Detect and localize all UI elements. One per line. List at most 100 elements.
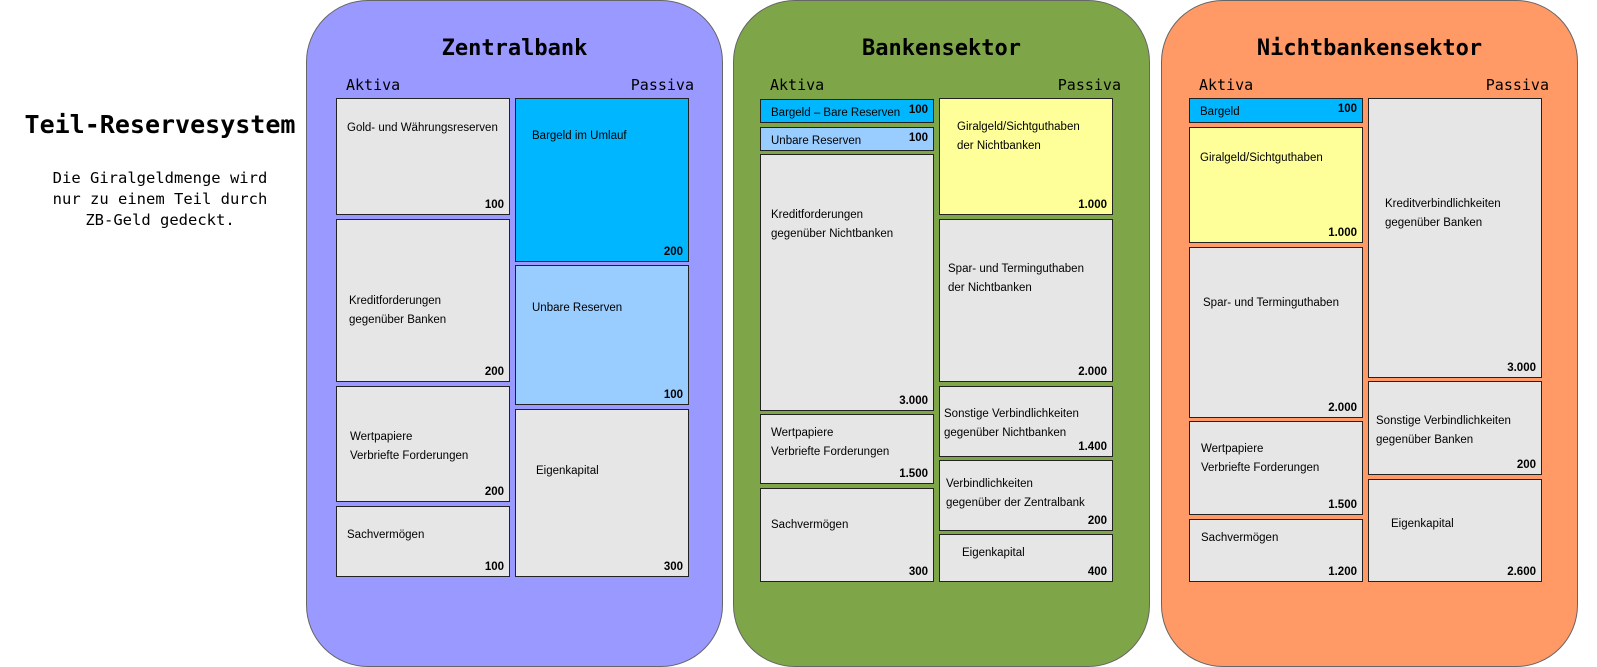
diagram-title: Teil-Reservesystem	[24, 110, 296, 139]
position-label-line: der Nichtbanken	[957, 140, 1041, 152]
position-label-line: Giralgeld/Sichtguthaben	[957, 121, 1080, 133]
aktiva-position-box: Bargeld 100	[1189, 98, 1363, 123]
position-label: Giralgeld/Sichtguthaben	[1200, 149, 1323, 168]
position-value: 1.000	[1328, 227, 1357, 239]
description-line: nur zu einem Teil durch	[52, 190, 268, 208]
passiva-position-box: Unbare Reserven 100	[515, 265, 689, 405]
position-label: Unbare Reserven	[532, 299, 622, 318]
position-label: Bargeld – Bare Reserven	[771, 104, 900, 123]
position-label: Bargeld im Umlauf	[532, 127, 627, 146]
position-label-line: Sachvermögen	[1201, 532, 1279, 544]
position-value: 300	[908, 566, 928, 578]
passiva-position-box: Sonstige Verbindlichkeiten gegenüber Nich…	[939, 386, 1113, 457]
position-value: 200	[1516, 459, 1536, 471]
position-value: 1.000	[1078, 199, 1107, 211]
position-label-line: Verbriefte Forderungen	[1201, 462, 1320, 474]
position-label-line: Kreditforderungen	[349, 295, 442, 307]
position-label-line: Eigenkapital	[1391, 518, 1454, 530]
position-label-line: Unbare Reserven	[532, 302, 623, 314]
position-label-line: Kreditverbindlichkeiten	[1385, 198, 1501, 210]
position-value: 3.000	[899, 395, 928, 407]
position-label-line: Gold- und Währungsreserven	[347, 122, 498, 134]
position-label-line: Giralgeld/Sichtguthaben	[1200, 152, 1323, 164]
diagram-description: Die Giralgeldmenge wird nur zu einem Tei…	[10, 168, 310, 231]
position-label-line: Verbriefte Forderungen	[771, 446, 890, 458]
aktiva-position-box: Giralgeld/Sichtguthaben 1.000	[1189, 127, 1363, 243]
position-label-line: gegenüber Nichtbanken	[771, 228, 894, 240]
position-label-line: gegenüber Nichtbanken	[944, 427, 1067, 439]
passiva-position-box: Eigenkapital 2.600	[1368, 479, 1542, 582]
position-label: Kreditforderungen gegenüber Banken	[349, 292, 446, 330]
position-value: 1.200	[1328, 566, 1357, 578]
position-label: Sonstige Verbindlichkeiten gegenüber Bank…	[1376, 412, 1511, 450]
position-value: 2.600	[1507, 566, 1536, 578]
position-value: 1.500	[1328, 499, 1357, 511]
sector-title: Nichtbankensektor	[1256, 36, 1483, 61]
passiva-label: Passiva	[1485, 76, 1549, 94]
position-label-line: Wertpapiere	[1201, 443, 1264, 455]
position-label: Bargeld	[1200, 103, 1240, 122]
position-label: Spar- und Terminguthaben	[1203, 294, 1339, 313]
passiva-position-box: Sonstige Verbindlichkeiten gegenüber Bank…	[1368, 381, 1542, 475]
description-line: Die Giralgeldmenge wird	[52, 169, 268, 187]
passiva-label: Passiva	[630, 76, 694, 94]
aktiva-position-box: Sachvermögen 300	[760, 488, 934, 582]
position-label-line: Sonstige Verbindlichkeiten	[944, 408, 1079, 420]
position-label-line: Spar- und Terminguthaben	[948, 263, 1084, 275]
position-value: 3.000	[1507, 362, 1536, 374]
position-label-line: Bargeld im Umlauf	[532, 130, 627, 142]
position-label: Eigenkapital	[536, 462, 599, 481]
aktiva-position-box: Sachvermögen 1.200	[1189, 519, 1363, 582]
position-label-line: gegenüber Banken	[349, 314, 447, 326]
aktiva-label: Aktiva	[1199, 76, 1254, 94]
position-label-line: gegenüber Banken	[1385, 217, 1483, 229]
position-value: 100	[484, 561, 504, 573]
position-label-line: Verbindlichkeiten	[946, 478, 1033, 490]
position-label: Gold- und Währungsreserven	[347, 119, 498, 138]
position-label-line: Bargeld	[1200, 106, 1240, 118]
position-value: 100	[484, 199, 504, 211]
passiva-position-box: Kreditverbindlichkeiten gegenüber Banken 3…	[1368, 98, 1542, 378]
position-label-line: Wertpapiere	[771, 427, 834, 439]
position-label: Kreditverbindlichkeiten gegenüber Banken	[1385, 195, 1501, 233]
position-value: 200	[484, 366, 504, 378]
position-label: Giralgeld/Sichtguthaben der Nichtbanken	[957, 118, 1080, 156]
position-label: Sachvermögen	[771, 516, 848, 535]
position-label-line: gegenüber Banken	[1376, 434, 1474, 446]
position-value: 100	[663, 389, 683, 401]
position-label-line: Unbare Reserven	[771, 135, 862, 147]
aktiva-position-box: Kreditforderungen gegenüber Banken 200	[336, 219, 510, 382]
position-label: Unbare Reserven	[771, 132, 861, 151]
position-label-line: Sachvermögen	[347, 529, 425, 541]
position-value: 1.500	[899, 468, 928, 480]
position-label: Sonstige Verbindlichkeiten gegenüber Nich…	[944, 405, 1079, 443]
passiva-label: Passiva	[1057, 76, 1121, 94]
passiva-position-box: Giralgeld/Sichtguthaben der Nichtbanken 1.…	[939, 98, 1113, 215]
position-label-line: Wertpapiere	[350, 431, 413, 443]
position-label-line: Eigenkapital	[536, 465, 599, 477]
sector-title: Zentralbank	[441, 36, 588, 61]
position-label-line: Sonstige Verbindlichkeiten	[1376, 415, 1511, 427]
position-value: 200	[484, 486, 504, 498]
aktiva-position-box: Gold- und Währungsreserven 100	[336, 98, 510, 215]
position-value: 100	[1337, 103, 1357, 115]
position-value: 300	[663, 561, 683, 573]
